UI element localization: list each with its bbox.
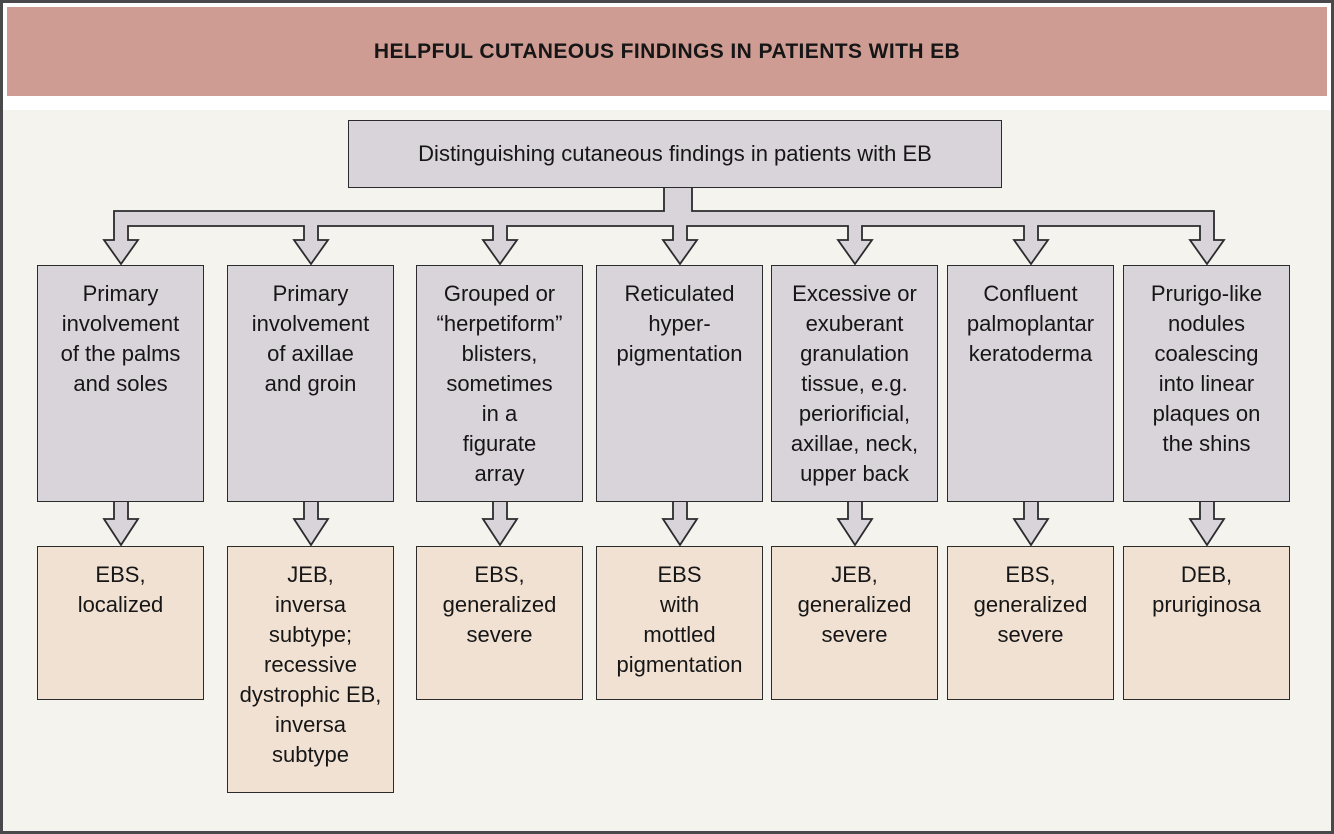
root-box: Distinguishing cutaneous findings in pat… [348,120,1002,188]
finding-text-1: Primary involvement of the palms and sol… [60,281,181,396]
finding-box-2: Primary involvement of axillae and groin [227,265,394,502]
figure-title: HELPFUL CUTANEOUS FINDINGS IN PATIENTS W… [373,39,961,63]
finding-box-4: Reticulated hyper- pigmentation [596,265,763,502]
finding-box-6: Confluent palmoplantar keratoderma [947,265,1114,502]
diagnosis-box-6: EBS, generalized severe [947,546,1114,700]
diagnosis-box-1: EBS, localized [37,546,204,700]
finding-text-2: Primary involvement of axillae and groin [251,281,370,396]
diagnosis-text-2: JEB, inversa subtype; recessive dystroph… [239,562,382,767]
finding-box-7: Prurigo-like nodules coalescing into lin… [1123,265,1290,502]
root-box-label: Distinguishing cutaneous findings in pat… [418,141,932,166]
finding-box-5: Excessive or exuberant granulation tissu… [771,265,938,502]
finding-text-3: Grouped or “herpetiform” blisters, somet… [436,281,563,486]
diagnosis-box-7: DEB, pruriginosa [1123,546,1290,700]
diagnosis-text-6: EBS, generalized severe [973,562,1088,647]
finding-text-5: Excessive or exuberant granulation tissu… [790,281,919,486]
diagnosis-text-1: EBS, localized [77,562,164,617]
diagnosis-text-3: EBS, generalized severe [442,562,557,647]
finding-box-1: Primary involvement of the palms and sol… [37,265,204,502]
finding-text-7: Prurigo-like nodules coalescing into lin… [1150,281,1263,456]
diagnosis-box-3: EBS, generalized severe [416,546,583,700]
diagnosis-text-4: EBS with mottled pigmentation [616,562,743,677]
diagnosis-text-7: DEB, pruriginosa [1152,562,1261,617]
diagnosis-box-5: JEB, generalized severe [771,546,938,700]
diagnosis-text-5: JEB, generalized severe [797,562,912,647]
finding-text-4: Reticulated hyper- pigmentation [616,281,743,366]
finding-text-6: Confluent palmoplantar keratoderma [966,281,1095,366]
diagnosis-box-4: EBS with mottled pigmentation [596,546,763,700]
finding-box-3: Grouped or “herpetiform” blisters, somet… [416,265,583,502]
diagnosis-box-2: JEB, inversa subtype; recessive dystroph… [227,546,394,793]
figure-header-bar: HELPFUL CUTANEOUS FINDINGS IN PATIENTS W… [7,7,1327,96]
